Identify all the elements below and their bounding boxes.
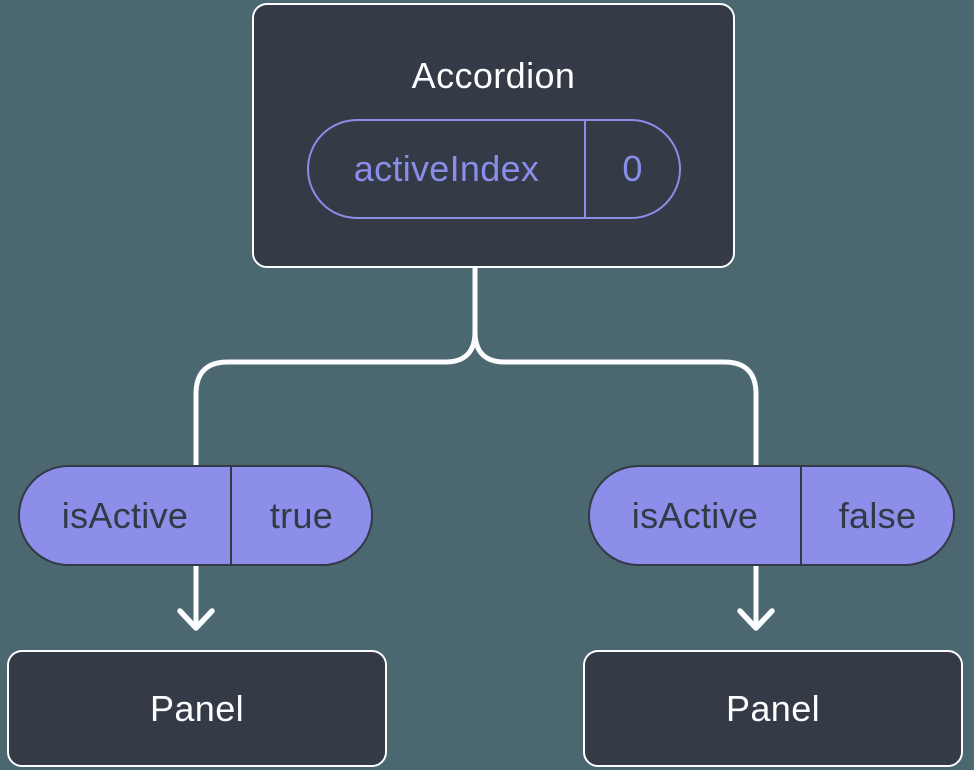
prop-name-label: isActive <box>20 467 232 564</box>
active-index-prop-pill: activeIndex 0 <box>307 119 681 219</box>
panel-node-title: Panel <box>725 687 821 729</box>
panel-node-left: Panel <box>7 650 387 767</box>
connector-left-branch <box>193 261 478 629</box>
accordion-node-title: Accordion <box>411 55 576 96</box>
panel-node-title: Panel <box>149 687 245 729</box>
prop-value-label: 0 <box>622 148 643 189</box>
connector-right-branch <box>472 261 759 629</box>
isactive-pill-right: isActive false <box>588 465 955 566</box>
panel-node-right: Panel <box>583 650 963 767</box>
prop-name-label: isActive <box>590 467 802 564</box>
prop-value-label: false <box>838 494 917 536</box>
isactive-pill-left: isActive true <box>18 465 373 566</box>
prop-name-label: activeIndex <box>309 121 586 217</box>
accordion-node: Accordion activeIndex 0 <box>252 3 735 268</box>
prop-value-label: true <box>269 494 334 536</box>
arrowhead-down-right-icon <box>737 608 775 631</box>
arrowhead-down-left-icon <box>177 608 215 631</box>
